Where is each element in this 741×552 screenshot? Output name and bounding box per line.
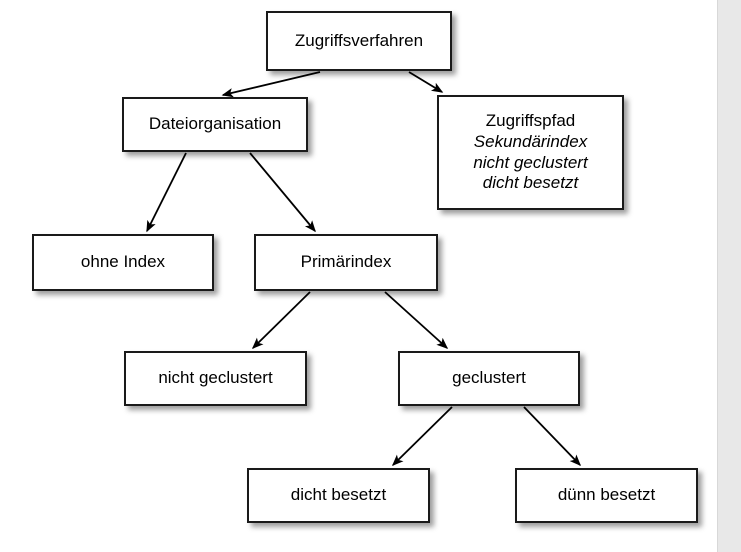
node-duenn-besetzt[interactable]: dünn besetzt [515,468,698,523]
node-dateiorganisation[interactable]: Dateiorganisation [122,97,308,152]
node-label-line: nicht geclustert [158,368,273,388]
node-label-line: ohne Index [80,252,166,272]
node-label: Dateiorganisation [149,114,281,135]
node-label-line: dünn besetzt [557,485,656,505]
node-label: geclustert [452,368,526,389]
node-nicht-geclustert[interactable]: nicht geclustert [124,351,307,406]
node-zugriffsverfahren[interactable]: Zugriffsverfahren [266,11,452,71]
edge-geclustert-to-duenn-besetzt [523,406,582,467]
node-label-line: Zugriffspfad [485,111,576,131]
node-label-line: Sekundärindex [473,131,588,151]
node-label: nicht geclustert [158,368,272,389]
node-label: Zugriffsverfahren [295,31,423,52]
node-label-line: Zugriffsverfahren [294,30,424,50]
edge-dateiorganisation-to-primaerindex [249,152,316,233]
edge-geclustert-to-dicht-besetzt [391,406,453,467]
node-label-line: Primärindex [300,252,392,272]
node-label: ohne Index [81,252,165,273]
edge-zugriffsverfahren-to-zugriffspfad [408,71,444,93]
node-dicht-besetzt[interactable]: dicht besetzt [247,468,430,523]
edge-zugriffsverfahren-to-dateiorganisation [221,71,321,98]
node-label: dicht besetzt [291,485,386,506]
node-label-line: geclustert [452,368,526,388]
edge-dateiorganisation-to-ohne-index [146,152,187,233]
edges-group [146,71,582,467]
node-primaerindex[interactable]: Primärindex [254,234,438,291]
node-label-line: dicht besetzt [290,485,387,505]
node-label: dünn besetzt [558,485,655,506]
page-right-margin [717,0,741,552]
node-ohne-index[interactable]: ohne Index [32,234,214,291]
node-label: Primärindex [301,252,392,273]
edge-primaerindex-to-nicht-geclustert [251,291,311,350]
node-label-line: dicht besetzt [482,173,579,193]
node-geclustert[interactable]: geclustert [398,351,580,406]
edge-primaerindex-to-geclustert [384,291,449,349]
node-label-line: nicht geclustert [473,152,588,172]
node-label-line: Dateiorganisation [148,114,282,134]
